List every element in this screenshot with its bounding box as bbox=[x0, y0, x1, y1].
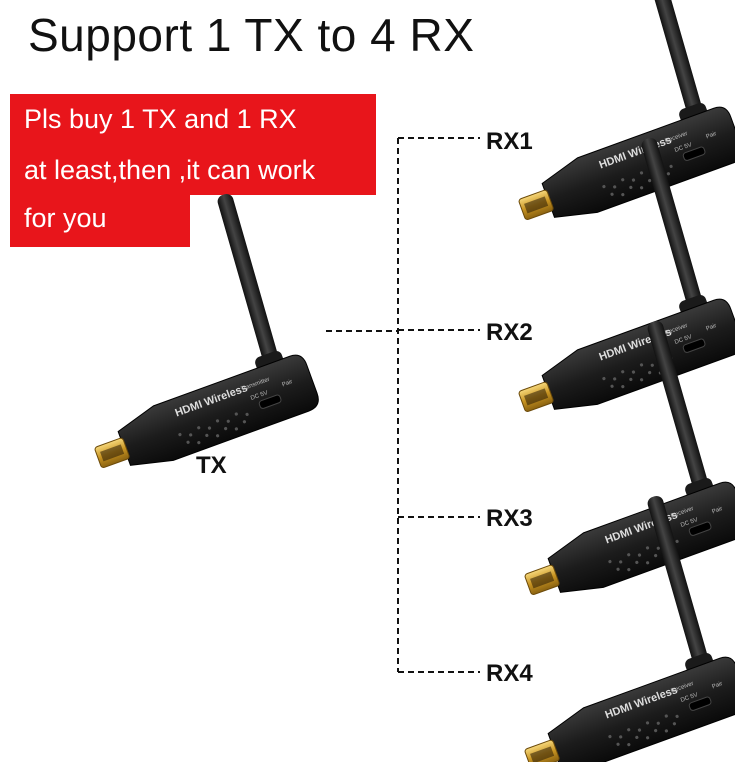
rx1-port-label: DC 5V bbox=[674, 142, 693, 154]
tx-pair-label: Pair bbox=[281, 379, 293, 388]
rx2-port-label: DC 5V bbox=[674, 334, 693, 346]
rx3-port-label: DC 5V bbox=[680, 517, 699, 529]
rx3-pair-label: Pair bbox=[711, 506, 723, 515]
dashed-links bbox=[326, 137, 480, 673]
notice-text-2: at least,then ,it can work bbox=[24, 155, 316, 185]
notice-line-2: at least,then ,it can work bbox=[10, 145, 376, 195]
rx4-label: RX4 bbox=[486, 660, 533, 687]
rx4-pair-label: Pair bbox=[711, 681, 723, 690]
rx2-label: RX2 bbox=[486, 319, 533, 346]
tx-label: TX bbox=[196, 452, 227, 479]
tx-port-label: DC 5V bbox=[250, 390, 269, 402]
transmitter-device: HDMI Wireless Transmitter DC 5V Pair bbox=[27, 186, 323, 485]
rx4-port-label: DC 5V bbox=[680, 692, 699, 704]
rx2-pair-label: Pair bbox=[705, 323, 717, 332]
receiver-device-1: HDMI Wireless Receiver DC 5V Pair bbox=[451, 0, 735, 237]
notice-text-3: for you bbox=[24, 203, 107, 233]
rx3-label: RX3 bbox=[486, 505, 533, 532]
rx1-pair-label: Pair bbox=[705, 131, 717, 140]
notice-line-3: for you bbox=[10, 193, 190, 247]
notice-text-1: Pls buy 1 TX and 1 RX bbox=[24, 104, 297, 134]
page-title: Support 1 TX to 4 RX bbox=[28, 9, 475, 61]
rx1-label: RX1 bbox=[486, 128, 533, 155]
notice-line-1: Pls buy 1 TX and 1 RX bbox=[10, 94, 376, 148]
